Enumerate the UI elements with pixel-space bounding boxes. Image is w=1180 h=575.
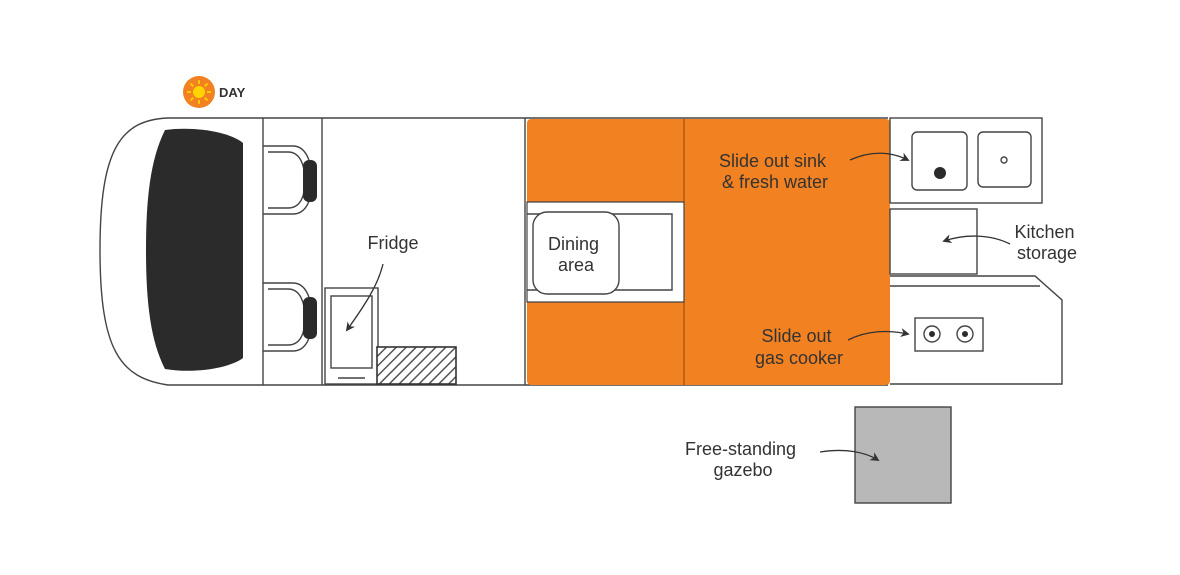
- sun-icon: [187, 80, 211, 104]
- windshield: [146, 128, 243, 371]
- sink-arrow: [849, 152, 910, 161]
- van-outline: [99, 117, 888, 386]
- dining-label: Dining area: [548, 234, 604, 275]
- gazebo-arrow: [819, 449, 880, 461]
- day-label: DAY: [219, 85, 246, 100]
- bed-area: [527, 119, 890, 385]
- cooker-unit: [890, 275, 1063, 385]
- dining-table: [532, 211, 620, 295]
- kitchen-module: [889, 117, 1063, 385]
- cooker-label: Slide out gas cooker: [755, 326, 843, 368]
- gazebo-label: Free-standing gazebo: [685, 439, 801, 480]
- seat-headrest: [303, 160, 317, 202]
- storage-label: Kitchen storage: [1014, 222, 1079, 263]
- cooker-arrow: [847, 328, 910, 341]
- sink-basin-right: [977, 131, 1032, 188]
- day-mode-badge: DAY: [183, 76, 246, 108]
- sink-label: Slide out sink & fresh water: [719, 151, 831, 192]
- sink-unit: [889, 117, 1043, 204]
- passenger-seat: [263, 282, 317, 352]
- gas-burners: [914, 317, 984, 352]
- fridge: [324, 287, 379, 385]
- sink-basin-left: [911, 131, 968, 191]
- driver-seat: [263, 145, 317, 215]
- van-body: [99, 117, 890, 386]
- fridge-label: Fridge: [367, 233, 418, 253]
- seat-headrest: [303, 297, 317, 339]
- storage-arrow: [942, 234, 1011, 245]
- storage-cabinet: [376, 346, 457, 385]
- fridge-arrow: [345, 263, 384, 332]
- kitchen-storage-unit: [889, 208, 978, 275]
